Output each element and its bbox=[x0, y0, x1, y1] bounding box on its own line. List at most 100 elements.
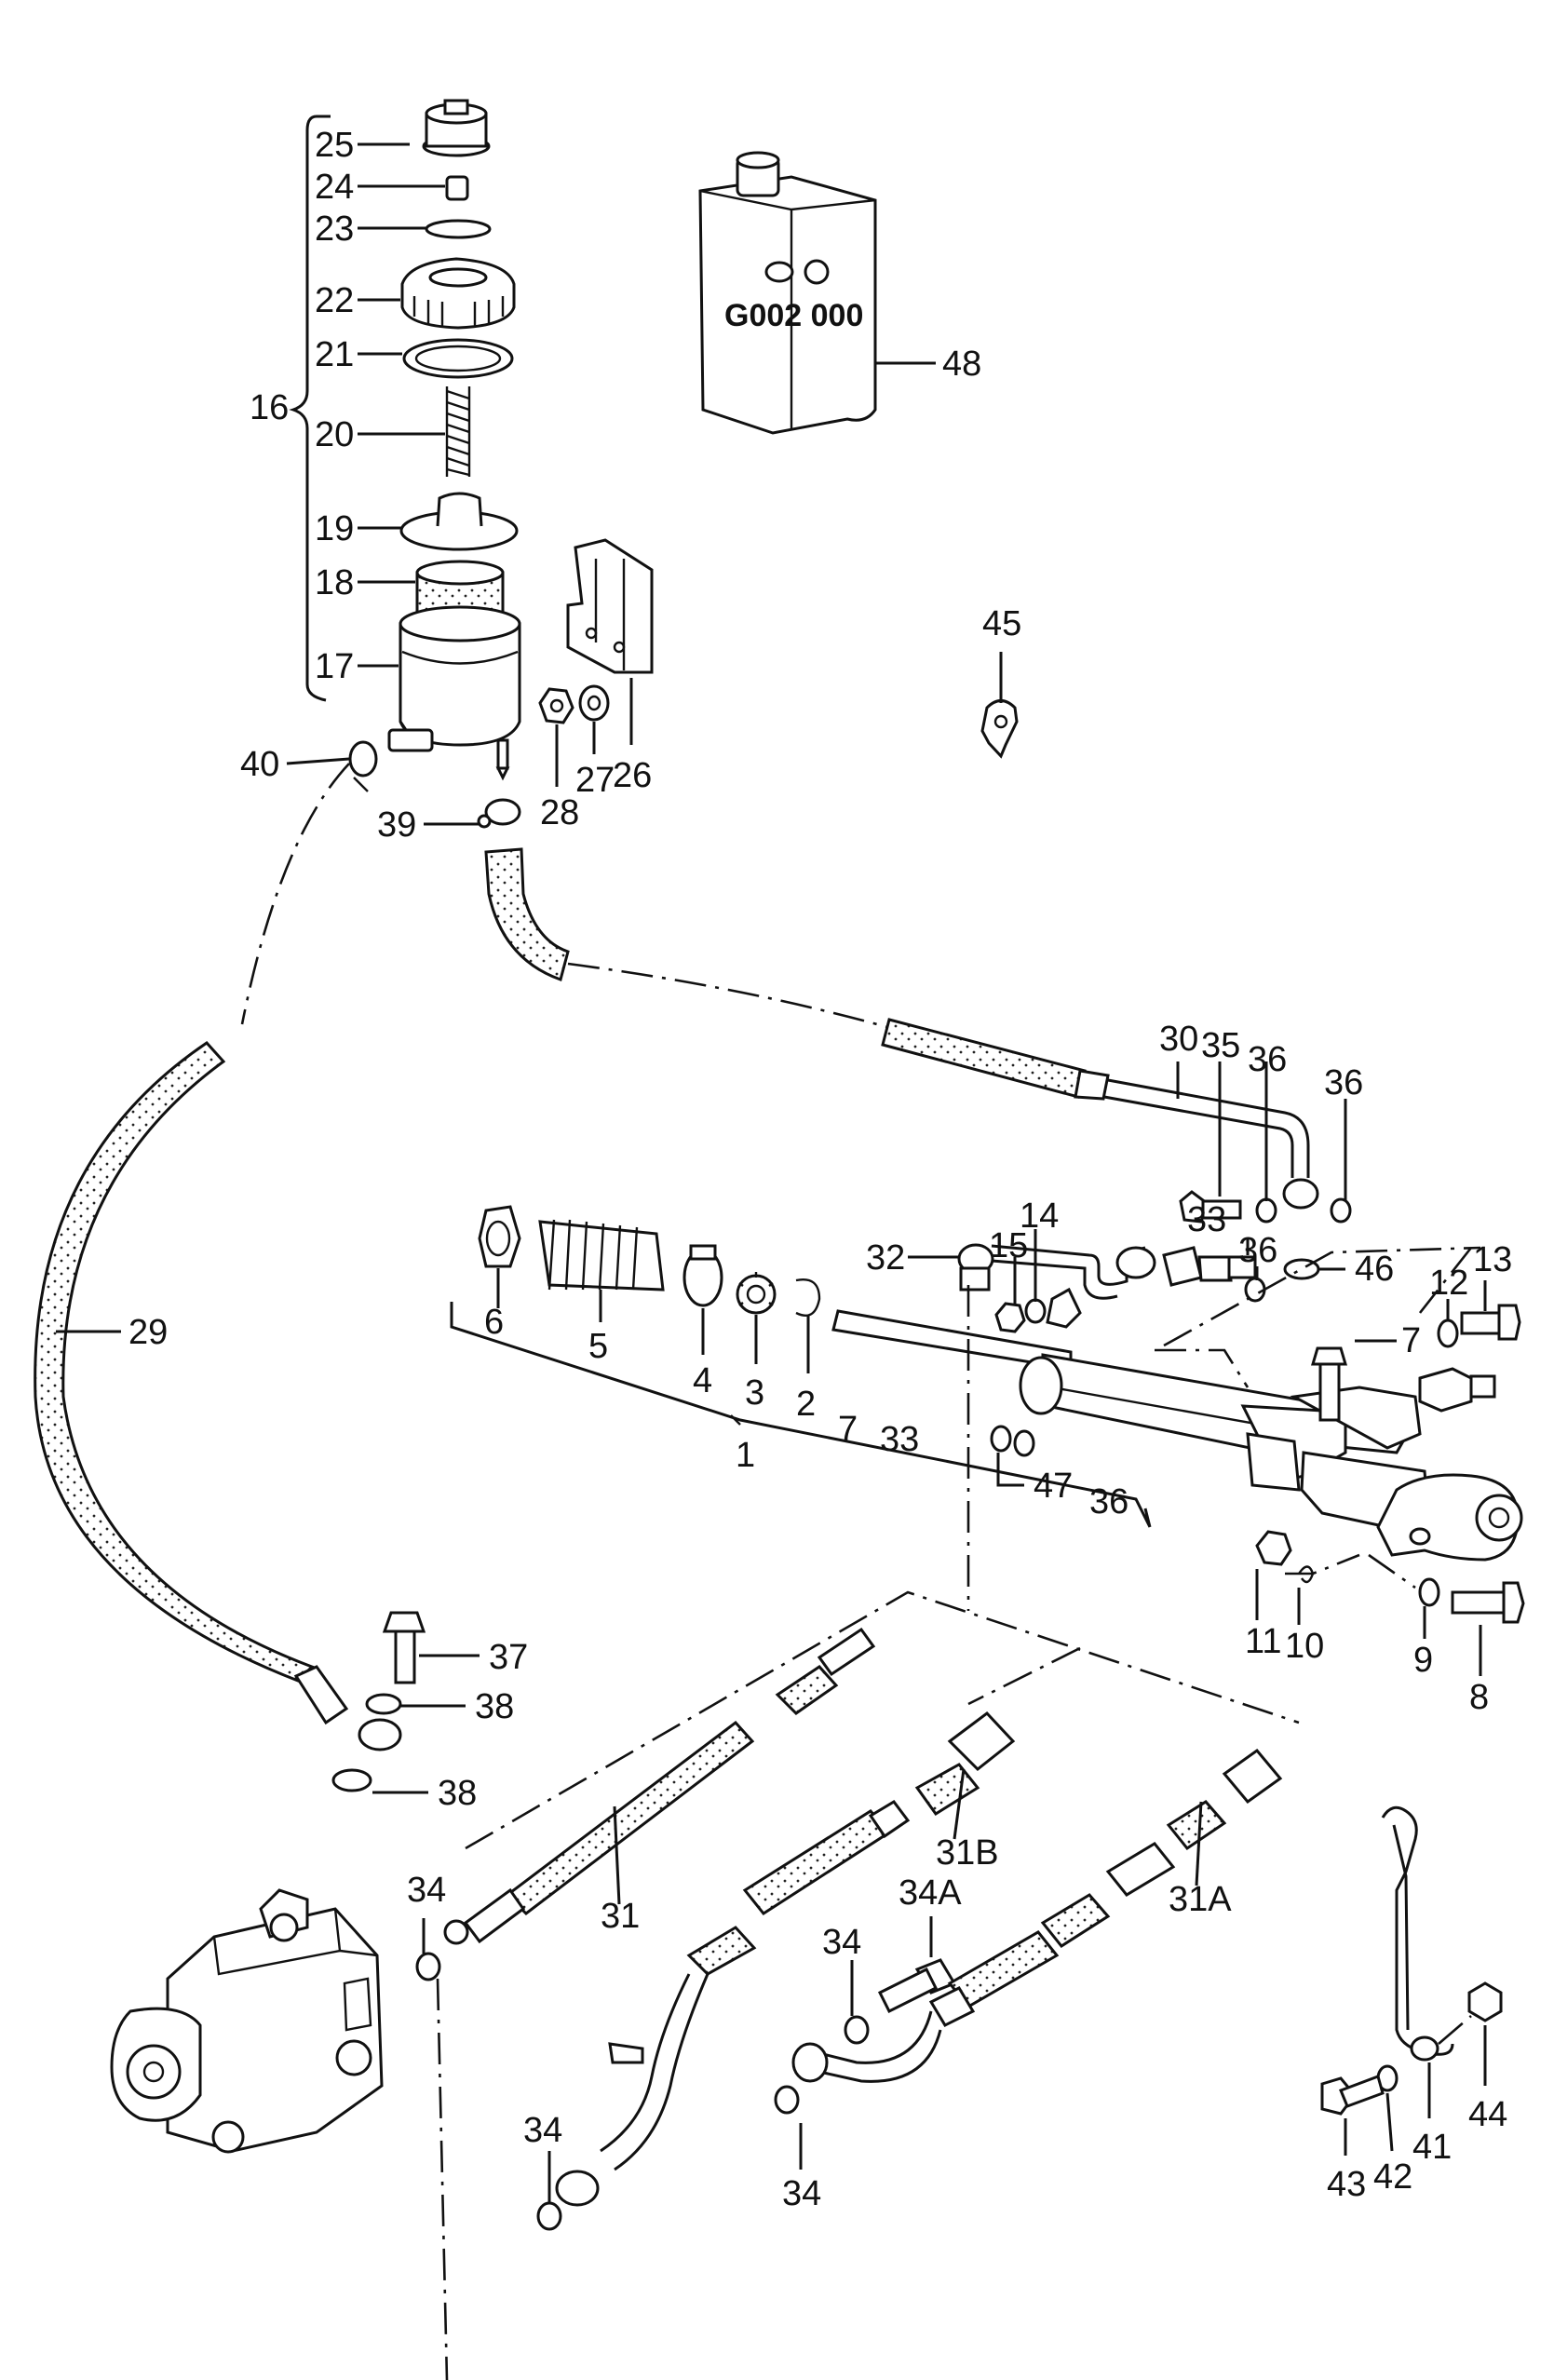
pipe-32 bbox=[957, 1243, 1156, 1300]
clip-45 bbox=[980, 699, 1019, 759]
group-bracket-16 bbox=[289, 115, 331, 702]
return-hose-29 bbox=[34, 1041, 315, 1683]
callout-4: 4 bbox=[693, 1361, 712, 1400]
callout-34A: 34A bbox=[899, 1873, 962, 1913]
callout-38-a: 38 bbox=[475, 1687, 514, 1726]
hose-31 bbox=[443, 1627, 876, 1945]
washer-12 bbox=[1437, 1318, 1459, 1348]
callout-7-a: 7 bbox=[1401, 1321, 1421, 1360]
callout-33: 33 bbox=[1187, 1200, 1226, 1239]
washer-27 bbox=[578, 684, 610, 722]
callout-34-a: 34 bbox=[407, 1871, 446, 1910]
callout-labels: 25 24 23 22 21 16 20 19 18 17 40 39 28 2… bbox=[128, 126, 1512, 2213]
callout-36-a: 36 bbox=[1248, 1040, 1287, 1079]
power-steering-pump bbox=[110, 1888, 384, 2154]
callout-31A: 31A bbox=[1169, 1880, 1232, 1919]
callout-28: 28 bbox=[540, 793, 579, 832]
bump-stop-6 bbox=[478, 1205, 521, 1268]
clamp-40 bbox=[348, 740, 378, 792]
callout-14: 14 bbox=[1020, 1197, 1059, 1236]
callout-26: 26 bbox=[613, 756, 652, 795]
hose-29-leader bbox=[240, 763, 350, 1025]
nut-15 bbox=[994, 1302, 1026, 1333]
callout-11: 11 bbox=[1245, 1622, 1281, 1661]
callout-38-b: 38 bbox=[438, 1774, 477, 1813]
callout-29: 29 bbox=[128, 1313, 168, 1352]
washer-34-c bbox=[844, 2015, 870, 2045]
callout-6: 6 bbox=[484, 1303, 504, 1342]
fluid-can-48: G002 000 bbox=[698, 151, 877, 435]
washer-34-b bbox=[536, 2201, 562, 2231]
nut-11 bbox=[1255, 1530, 1292, 1566]
union-bolt-33 bbox=[1162, 1246, 1257, 1287]
callout-48: 48 bbox=[942, 345, 981, 384]
callout-27: 27 bbox=[575, 761, 615, 800]
hose-31B bbox=[555, 1711, 1016, 2207]
reservoir-assembly bbox=[289, 99, 570, 981]
callout-16: 16 bbox=[250, 388, 289, 427]
steering-rack bbox=[831, 1287, 1523, 1562]
callout-15: 15 bbox=[989, 1226, 1028, 1265]
return-hose-segment bbox=[484, 847, 570, 981]
callout-1: 1 bbox=[736, 1436, 755, 1475]
leader-lines bbox=[56, 142, 1487, 2203]
callout-45: 45 bbox=[982, 604, 1021, 643]
callout-33-b: 33 bbox=[880, 1420, 919, 1459]
callout-34-b: 34 bbox=[523, 2111, 562, 2150]
callout-36-b: 36 bbox=[1324, 1063, 1363, 1102]
washer-47-a bbox=[990, 1425, 1012, 1453]
callout-24: 24 bbox=[315, 168, 354, 207]
callout-46: 46 bbox=[1355, 1250, 1394, 1289]
callout-42: 42 bbox=[1373, 2157, 1412, 2197]
callout-40: 40 bbox=[240, 745, 279, 784]
callout-20: 20 bbox=[315, 415, 354, 454]
callout-22: 22 bbox=[315, 281, 354, 320]
reservoir-17 bbox=[387, 605, 521, 781]
callout-34-c: 34 bbox=[822, 1923, 861, 1962]
callout-5: 5 bbox=[588, 1327, 608, 1366]
callout-44: 44 bbox=[1468, 2095, 1507, 2134]
hose-30 bbox=[881, 1018, 1319, 1210]
callout-12: 12 bbox=[1429, 1264, 1468, 1303]
retaining-clip-41 bbox=[1381, 1805, 1454, 2062]
washer-47-b bbox=[1013, 1429, 1035, 1457]
hose-31-leaders bbox=[436, 1590, 1300, 2380]
callout-39: 39 bbox=[377, 805, 416, 845]
washer-38-lower bbox=[331, 1768, 372, 1792]
spring-20 bbox=[445, 386, 471, 477]
callout-7-b: 7 bbox=[838, 1410, 858, 1449]
banjo-bolt-34A bbox=[877, 1958, 957, 2014]
seal-24 bbox=[445, 175, 469, 201]
clamp-4 bbox=[682, 1244, 723, 1307]
banjo-bolt-37 bbox=[382, 1611, 426, 1684]
callout-2: 2 bbox=[796, 1385, 816, 1424]
washer-34-d bbox=[774, 2085, 800, 2115]
washer-34-a bbox=[415, 1952, 441, 1981]
can-label: G002 000 bbox=[724, 298, 863, 333]
callout-30: 30 bbox=[1159, 1020, 1198, 1059]
callout-23: 23 bbox=[315, 210, 354, 249]
callout-13: 13 bbox=[1473, 1240, 1512, 1279]
callout-32: 32 bbox=[866, 1238, 905, 1278]
rack-leaders bbox=[966, 1246, 1481, 1611]
filter-cover-19 bbox=[399, 492, 519, 551]
star-washer-3 bbox=[736, 1272, 777, 1315]
washer-14 bbox=[1024, 1298, 1047, 1324]
banjo-fitting-29 bbox=[293, 1665, 402, 1751]
boot-5 bbox=[538, 1219, 665, 1291]
callout-25: 25 bbox=[315, 126, 354, 165]
bolt-7 bbox=[1310, 1346, 1348, 1422]
bolt-13 bbox=[1460, 1304, 1521, 1341]
callout-21: 21 bbox=[315, 335, 354, 374]
banjo-bolt-35 bbox=[1179, 1190, 1242, 1224]
callout-18: 18 bbox=[315, 563, 354, 602]
callout-35: 35 bbox=[1201, 1026, 1240, 1065]
hose-31A bbox=[791, 1748, 1283, 2083]
callout-9: 9 bbox=[1413, 1641, 1433, 1680]
bracket-26 bbox=[566, 538, 654, 674]
washer-38-upper bbox=[365, 1693, 402, 1715]
callout-43: 43 bbox=[1327, 2165, 1366, 2204]
nut-28 bbox=[538, 687, 574, 724]
washer-9 bbox=[1418, 1577, 1440, 1607]
